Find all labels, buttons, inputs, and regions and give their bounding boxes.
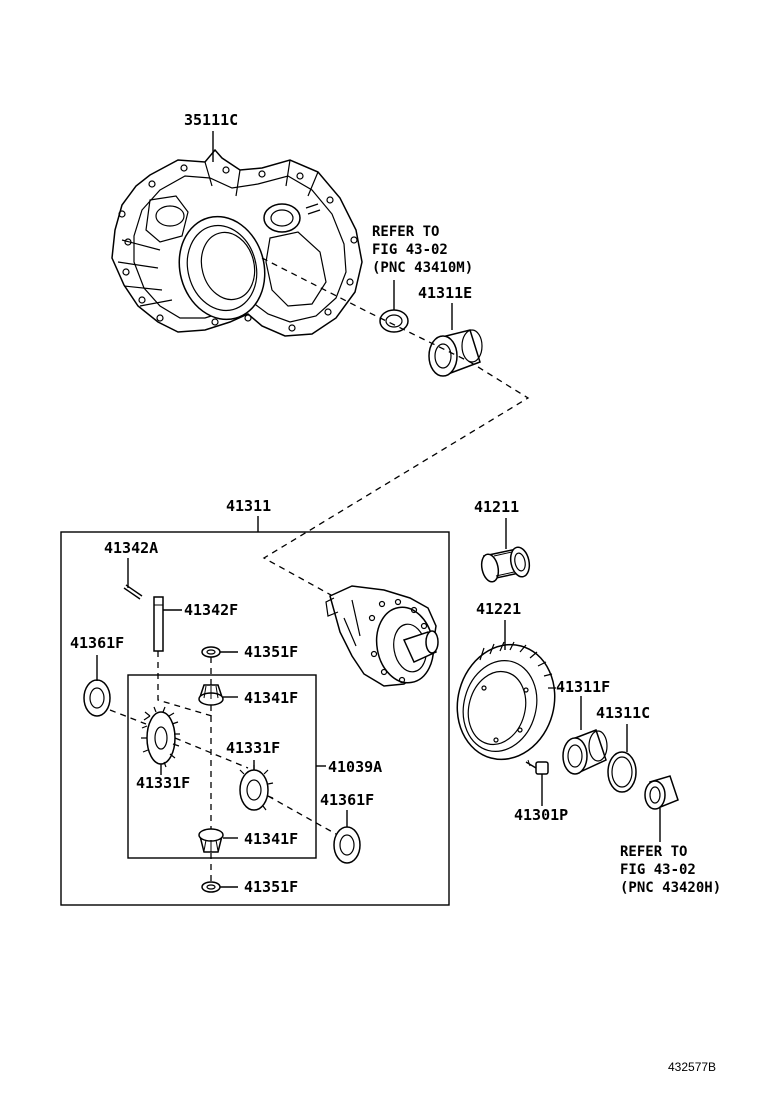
side-gear-left-drawing [141,706,180,768]
label-41351f-bottom: 41351F [244,878,298,896]
side-gear-right-drawing [239,765,274,811]
differential-case-drawing [325,585,439,687]
dashed-path-case-to-diff [261,257,530,601]
transaxle-case-drawing [111,148,363,337]
refer-bottom-line2: FIG 43-02 [620,862,696,878]
label-41331f-left: 41331F [136,774,190,792]
label-41311e: 41311E [418,284,472,302]
pinion-gear-top-drawing [198,684,224,706]
dashed-washer-right [267,795,337,835]
dashed-shaft [157,651,213,717]
label-41341f-top: 41341F [244,689,298,707]
pin-41342a-drawing-b [123,587,141,600]
pinion-washer-bottom-drawing [201,881,221,893]
bearing-41311f-drawing [562,729,608,775]
oil-seal-top-drawing [379,309,409,333]
pinion-gear-bottom-drawing [198,828,224,853]
pinion-washer-top-drawing [201,646,221,658]
thrust-washer-left-drawing [83,679,111,717]
label-41211: 41211 [474,498,519,516]
pinion-shaft-41342f-drawing [153,596,164,652]
bearing-41311e-drawing [428,329,483,377]
dashed-side-gears [174,737,249,769]
refer-top-line3: (PNC 43410M) [372,260,473,276]
label-41361f-left: 41361F [70,634,124,652]
bolt-41301p-drawing [525,759,549,775]
refer-top-line2: FIG 43-02 [372,242,448,258]
label-41039a: 41039A [328,758,382,776]
oil-seal-bottom-drawing [644,775,679,810]
refer-bottom-line1: REFER TO [620,844,687,860]
label-41301p: 41301P [514,806,568,824]
ring-gear-41221-drawing [456,641,556,761]
label-41221: 41221 [476,600,521,618]
label-41342a: 41342A [104,539,158,557]
refer-top-line1: REFER TO [372,224,439,240]
label-41361f-right: 41361F [320,791,374,809]
label-41342f: 41342F [184,601,238,619]
label-41341f-bottom: 41341F [244,830,298,848]
shim-41311c-drawing [607,751,637,793]
illustration-id: 432577B [668,1060,716,1074]
label-41311c: 41311C [596,704,650,722]
label-35111c: 35111C [184,111,238,129]
label-41331f-right: 41331F [226,739,280,757]
thrust-washer-right-drawing [333,826,361,864]
refer-bottom-line3: (PNC 43420H) [620,880,721,896]
label-41351f-top: 41351F [244,643,298,661]
bearing-41211-drawing [480,546,531,583]
label-41311f: 41311F [556,678,610,696]
assembly-box-41311 [60,531,450,906]
label-41311: 41311 [226,497,271,515]
